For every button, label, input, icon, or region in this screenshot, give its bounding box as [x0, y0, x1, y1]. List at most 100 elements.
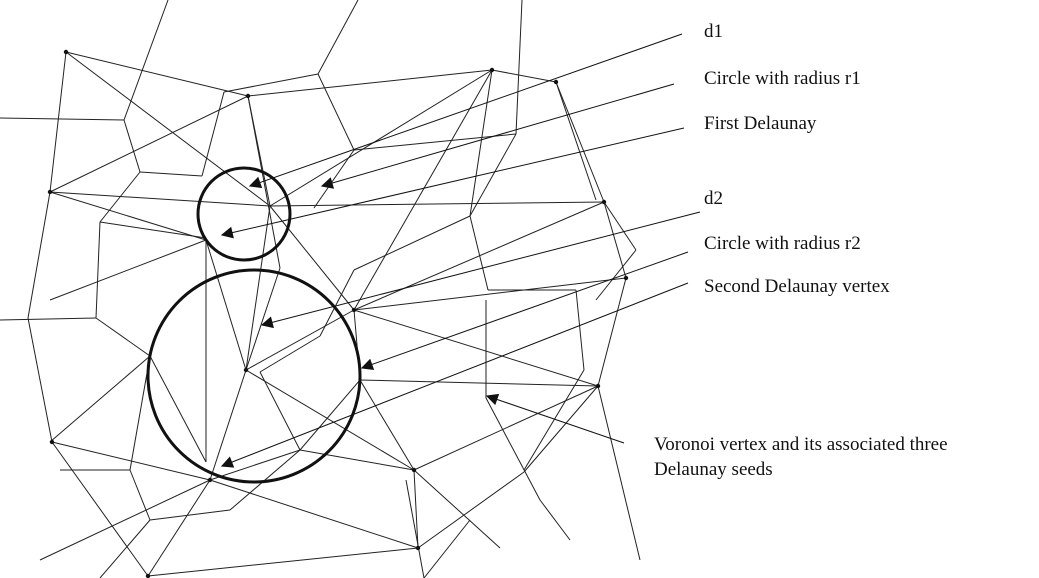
seed-point: [411, 467, 417, 473]
mesh-edge: [205, 239, 247, 371]
mesh-edge: [597, 277, 627, 387]
circle-r1: [196, 166, 292, 262]
mesh-edge: [515, 0, 523, 135]
callout-arrows: [220, 33, 701, 468]
mesh-edge: [149, 509, 231, 521]
mesh-edge: [299, 379, 361, 451]
mesh-edge: [319, 269, 355, 337]
mesh-edge: [129, 469, 151, 521]
mesh-edge: [0, 317, 97, 321]
seed-point: [595, 383, 601, 389]
mesh-edge: [49, 355, 151, 443]
arrow-first-delaunay: [220, 127, 685, 239]
mesh-edge: [49, 191, 271, 207]
arrow-r1: [320, 83, 675, 189]
mesh-edge: [51, 441, 211, 481]
seed-point: [47, 189, 53, 195]
mesh-edge: [0, 117, 125, 121]
mesh-edge: [99, 519, 151, 578]
mesh-edge: [413, 469, 419, 549]
mesh-edge: [597, 385, 641, 561]
mesh-edge: [247, 95, 281, 269]
mesh-edge: [123, 119, 141, 173]
mesh-edge: [95, 317, 151, 357]
mesh-edge: [603, 201, 627, 279]
mesh-edge: [65, 51, 249, 97]
arrow-r2: [360, 251, 689, 371]
mesh-edge: [317, 73, 355, 151]
mesh-edge: [209, 479, 419, 549]
seed-point: [243, 367, 249, 373]
mesh-edge: [555, 81, 605, 203]
mesh-edge: [595, 249, 637, 301]
mesh-edge: [223, 73, 319, 93]
seed-point: [245, 93, 251, 99]
mesh-edge: [99, 171, 141, 223]
mesh-edge: [27, 191, 51, 319]
mesh-edge: [299, 449, 415, 471]
mesh-edge: [469, 215, 489, 291]
mesh-edge: [245, 309, 355, 371]
mesh-edge: [417, 471, 525, 549]
seed-point: [63, 49, 69, 55]
mesh-edge: [247, 69, 493, 97]
label-d1: d1: [704, 21, 723, 42]
mesh-edge: [539, 499, 571, 541]
arrow-d2: [260, 211, 701, 329]
mesh-edge: [49, 95, 249, 193]
mesh-edge: [99, 221, 207, 239]
mesh-edge: [575, 289, 585, 371]
label-first-delaunay: First Delaunay: [704, 113, 817, 134]
seed-point: [489, 67, 495, 73]
mesh-edge: [259, 335, 321, 373]
mesh-edge: [49, 51, 67, 193]
mesh-edge: [39, 479, 211, 561]
arrow-d1: [248, 33, 683, 189]
arrow-second-delaunay: [220, 282, 689, 468]
seed-point: [145, 573, 151, 578]
mesh-edges: [0, 0, 641, 578]
mesh-edge: [139, 171, 203, 177]
arrow-voronoi-vertex: [485, 393, 625, 444]
label-circle-r1: Circle with radius r1: [704, 68, 861, 89]
mesh-edge: [49, 239, 207, 301]
seed-point: [601, 199, 607, 205]
mesh-edge: [555, 81, 597, 201]
mesh-edge: [359, 379, 415, 471]
label-voronoi-vertex-line2: Delaunay seeds: [654, 459, 773, 480]
mesh-edge: [201, 91, 225, 177]
mesh-edge: [353, 201, 605, 311]
mesh-edge: [245, 369, 415, 471]
mesh-edge: [27, 317, 53, 443]
mesh-edge: [269, 201, 605, 207]
mesh-edge: [423, 519, 471, 578]
mesh-edge: [353, 133, 517, 151]
seed-point: [351, 307, 357, 313]
label-d2: d2: [704, 188, 723, 209]
mesh-edge: [269, 205, 355, 311]
mesh-edge: [209, 369, 247, 481]
mesh-edge: [147, 547, 419, 577]
mesh-edge: [147, 479, 211, 577]
mesh-edge: [485, 397, 541, 501]
mesh-edge: [123, 0, 169, 121]
label-voronoi-vertex-line1: Voronoi vertex and its associated three: [654, 434, 948, 455]
mesh-edge: [603, 201, 637, 251]
mesh-edge: [491, 69, 557, 83]
mesh-edge: [49, 191, 207, 241]
seed-point: [415, 545, 421, 551]
seed-point: [49, 439, 55, 445]
mesh-edge: [259, 371, 301, 451]
mesh-edge: [353, 277, 627, 311]
mesh-edge: [51, 441, 149, 577]
mesh-edge: [523, 385, 599, 473]
mesh-edge: [245, 205, 271, 371]
mesh-edge: [353, 215, 471, 271]
seed-point: [207, 477, 213, 483]
mesh-edge: [523, 369, 585, 471]
mesh-edge: [65, 51, 271, 207]
mesh-edge: [149, 355, 207, 463]
mesh-edge: [353, 309, 599, 387]
mesh-edge: [317, 0, 359, 75]
